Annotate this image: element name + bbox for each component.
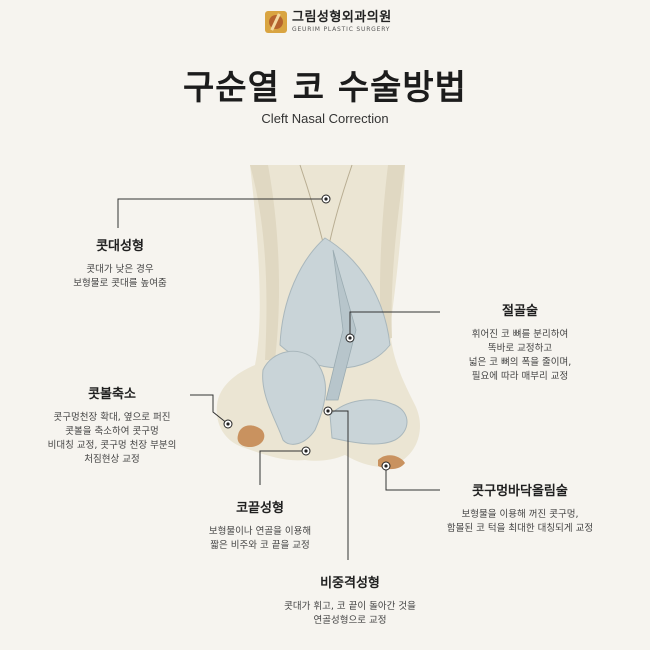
callout-tip: 코끝성형 보형물이나 연골을 이용해 짧은 비주와 코 끝을 교정: [180, 497, 340, 553]
callout-title: 콧볼축소: [88, 387, 136, 402]
brand-text: 그림성형외과의원 GEURIM PLASTIC SURGERY: [292, 11, 392, 33]
nose-shade-right: [380, 165, 405, 340]
brand-logo-icon: [265, 11, 287, 33]
callout-desc: 보형물을 이용해 꺼진 콧구멍, 함몰된 코 턱을 최대한 대칭되게 교정: [446, 509, 594, 534]
callout-nostril-floor: 콧구멍바닥올림술 보형물을 이용해 꺼진 콧구멍, 함몰된 코 턱을 최대한 대…: [415, 480, 625, 536]
leader-lines: [117, 198, 440, 560]
callout-title: 콧구멍바닥올림술: [472, 484, 568, 499]
lower-cartilage-left: [262, 350, 326, 445]
callout-septum: 비중격성형 콧대가 휘고, 코 끝이 돌아간 것을 연골성형으로 교정: [250, 572, 450, 628]
callout-desc: 콧대가 낮은 경우 보형물로 콧대를 높여줌: [73, 264, 167, 289]
brand-name-en: GEURIM PLASTIC SURGERY: [292, 26, 391, 33]
leader-tip: [259, 450, 306, 485]
callout-desc: 콧대가 휘고, 코 끝이 돌아간 것을 연골성형으로 교정: [284, 601, 416, 626]
callout-title: 절골술: [502, 304, 538, 319]
callout-desc: 휘어진 코 뼈를 분리하여 똑바로 교정하고 넓은 코 뼈의 폭을 줄이며, 필…: [468, 329, 572, 382]
page-title: 구순열 코 수술방법: [183, 68, 467, 108]
callout-dorsum: 콧대성형 콧대가 낮은 경우 보형물로 콧대를 높여줌: [40, 235, 200, 291]
brand-logo: 그림성형외과의원 GEURIM PLASTIC SURGERY: [265, 11, 392, 33]
leader-septum: [328, 410, 349, 560]
callout-title: 콧대성형: [96, 239, 144, 254]
callout-title: 비중격성형: [320, 576, 380, 591]
callout-osteotomy: 절골술 휘어진 코 뼈를 분리하여 똑바로 교정하고 넓은 코 뼈의 폭을 줄이…: [440, 300, 600, 384]
callout-title: 코끝성형: [236, 501, 284, 516]
leader-nostril-floor: [385, 466, 440, 491]
callout-desc: 보형물이나 연골을 이용해 짧은 비주와 코 끝을 교정: [208, 526, 312, 551]
page-subtitle: Cleft Nasal Correction: [261, 111, 389, 126]
callout-desc: 콧구멍천장 확대, 옆으로 퍼진 콧볼을 축소하여 콧구멍 비대칭 교정, 콧구…: [47, 412, 177, 465]
lower-cartilage-right: [329, 399, 408, 445]
leader-alar: [190, 394, 229, 425]
leader-markers: [223, 194, 391, 471]
leader-dorsum: [117, 198, 326, 228]
leader-osteotomy: [349, 311, 440, 338]
nose-shade-left: [250, 165, 280, 360]
nostril-left: [237, 425, 265, 447]
callout-alar: 콧볼축소 콧구멍천장 확대, 옆으로 퍼진 콧볼을 축소하여 콧구멍 비대칭 교…: [22, 383, 202, 467]
brand-name-ko: 그림성형외과의원: [292, 10, 392, 25]
